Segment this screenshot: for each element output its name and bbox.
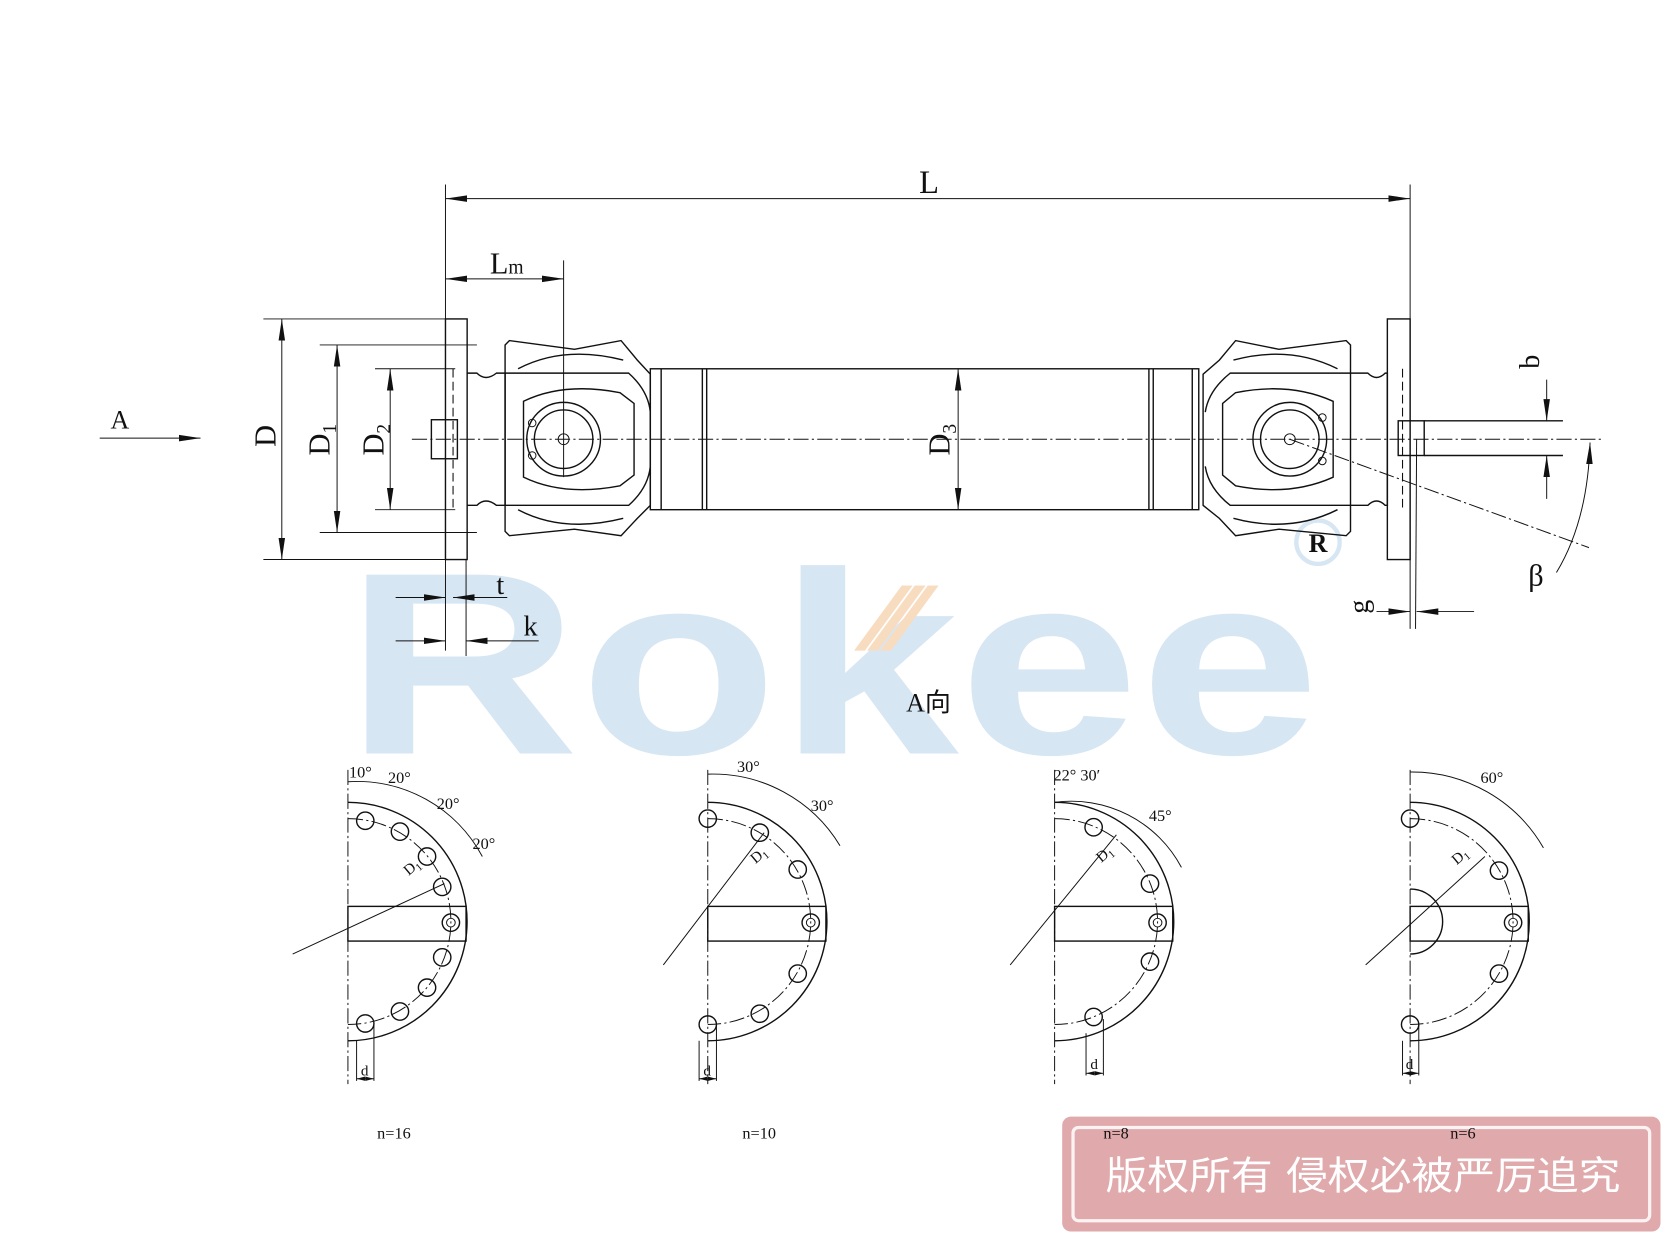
label-D1: D1: [302, 424, 341, 456]
watermark-stripes: [854, 585, 939, 651]
main-view: L Lm A D D1 D2: [99, 165, 1605, 657]
label-n6: n=6: [1450, 1124, 1475, 1142]
label-g: g: [1344, 600, 1375, 614]
label-n16: n=16: [377, 1124, 411, 1142]
right-yoke: [1202, 339, 1352, 537]
svg-text:D1: D1: [1093, 843, 1118, 868]
svg-text:30°: 30°: [811, 797, 834, 815]
angle-beta: [1556, 442, 1593, 573]
label-D3: D3: [922, 424, 961, 456]
label-D: D: [248, 425, 282, 447]
svg-text:d: d: [361, 1062, 369, 1079]
svg-text:D1: D1: [747, 844, 772, 869]
svg-text:D1: D1: [400, 856, 425, 881]
copyright-text: 版权所有 侵权必被严厉追究: [1106, 1154, 1621, 1199]
right-flange: [1289, 318, 1590, 629]
label-D2: D2: [357, 424, 396, 456]
bolt-pattern-n8: 22° 30′ 45° D1 d: [1009, 767, 1182, 1085]
label-k: k: [524, 611, 539, 642]
label-beta: β: [1528, 559, 1543, 593]
registered-mark-icon: R: [1294, 518, 1342, 567]
svg-text:45°: 45°: [1149, 807, 1172, 825]
shaft-tube: [649, 368, 1200, 511]
label-n8: n=8: [1103, 1124, 1128, 1142]
svg-text:d: d: [703, 1062, 711, 1079]
svg-text:60°: 60°: [1481, 769, 1504, 787]
svg-text:d: d: [1090, 1056, 1098, 1073]
bolt-pattern-n6: 60° D1 d: [1365, 769, 1544, 1085]
section-title: A向: [906, 688, 951, 717]
label-b: b: [1515, 355, 1546, 369]
svg-text:22° 30′: 22° 30′: [1054, 767, 1101, 785]
label-n10: n=10: [742, 1124, 776, 1142]
svg-text:D1: D1: [1448, 845, 1473, 870]
bolt-pattern-n10: 30° 30° D1 d n=10: [662, 758, 841, 1142]
left-yoke: [504, 339, 652, 537]
bolt-pattern-n16: 10° 20° 20° 20° D1 d n=16: [292, 763, 496, 1142]
svg-text:d: d: [1406, 1056, 1414, 1073]
svg-text:20°: 20°: [388, 769, 411, 787]
svg-text:R: R: [1309, 529, 1328, 558]
svg-text:30°: 30°: [737, 758, 760, 776]
label-t: t: [496, 570, 504, 601]
watermark-brand-text: Rokee: [345, 520, 1320, 810]
rokee-watermark: Rokee R: [345, 518, 1342, 810]
svg-text:20°: 20°: [437, 795, 460, 813]
copyright-stamp: 版权所有 侵权必被严厉追究: [1062, 1116, 1661, 1232]
label-Lm: Lm: [490, 246, 524, 280]
svg-text:20°: 20°: [473, 835, 496, 853]
label-A: A: [111, 405, 130, 434]
label-L: L: [919, 165, 939, 201]
svg-text:10°: 10°: [349, 763, 372, 781]
